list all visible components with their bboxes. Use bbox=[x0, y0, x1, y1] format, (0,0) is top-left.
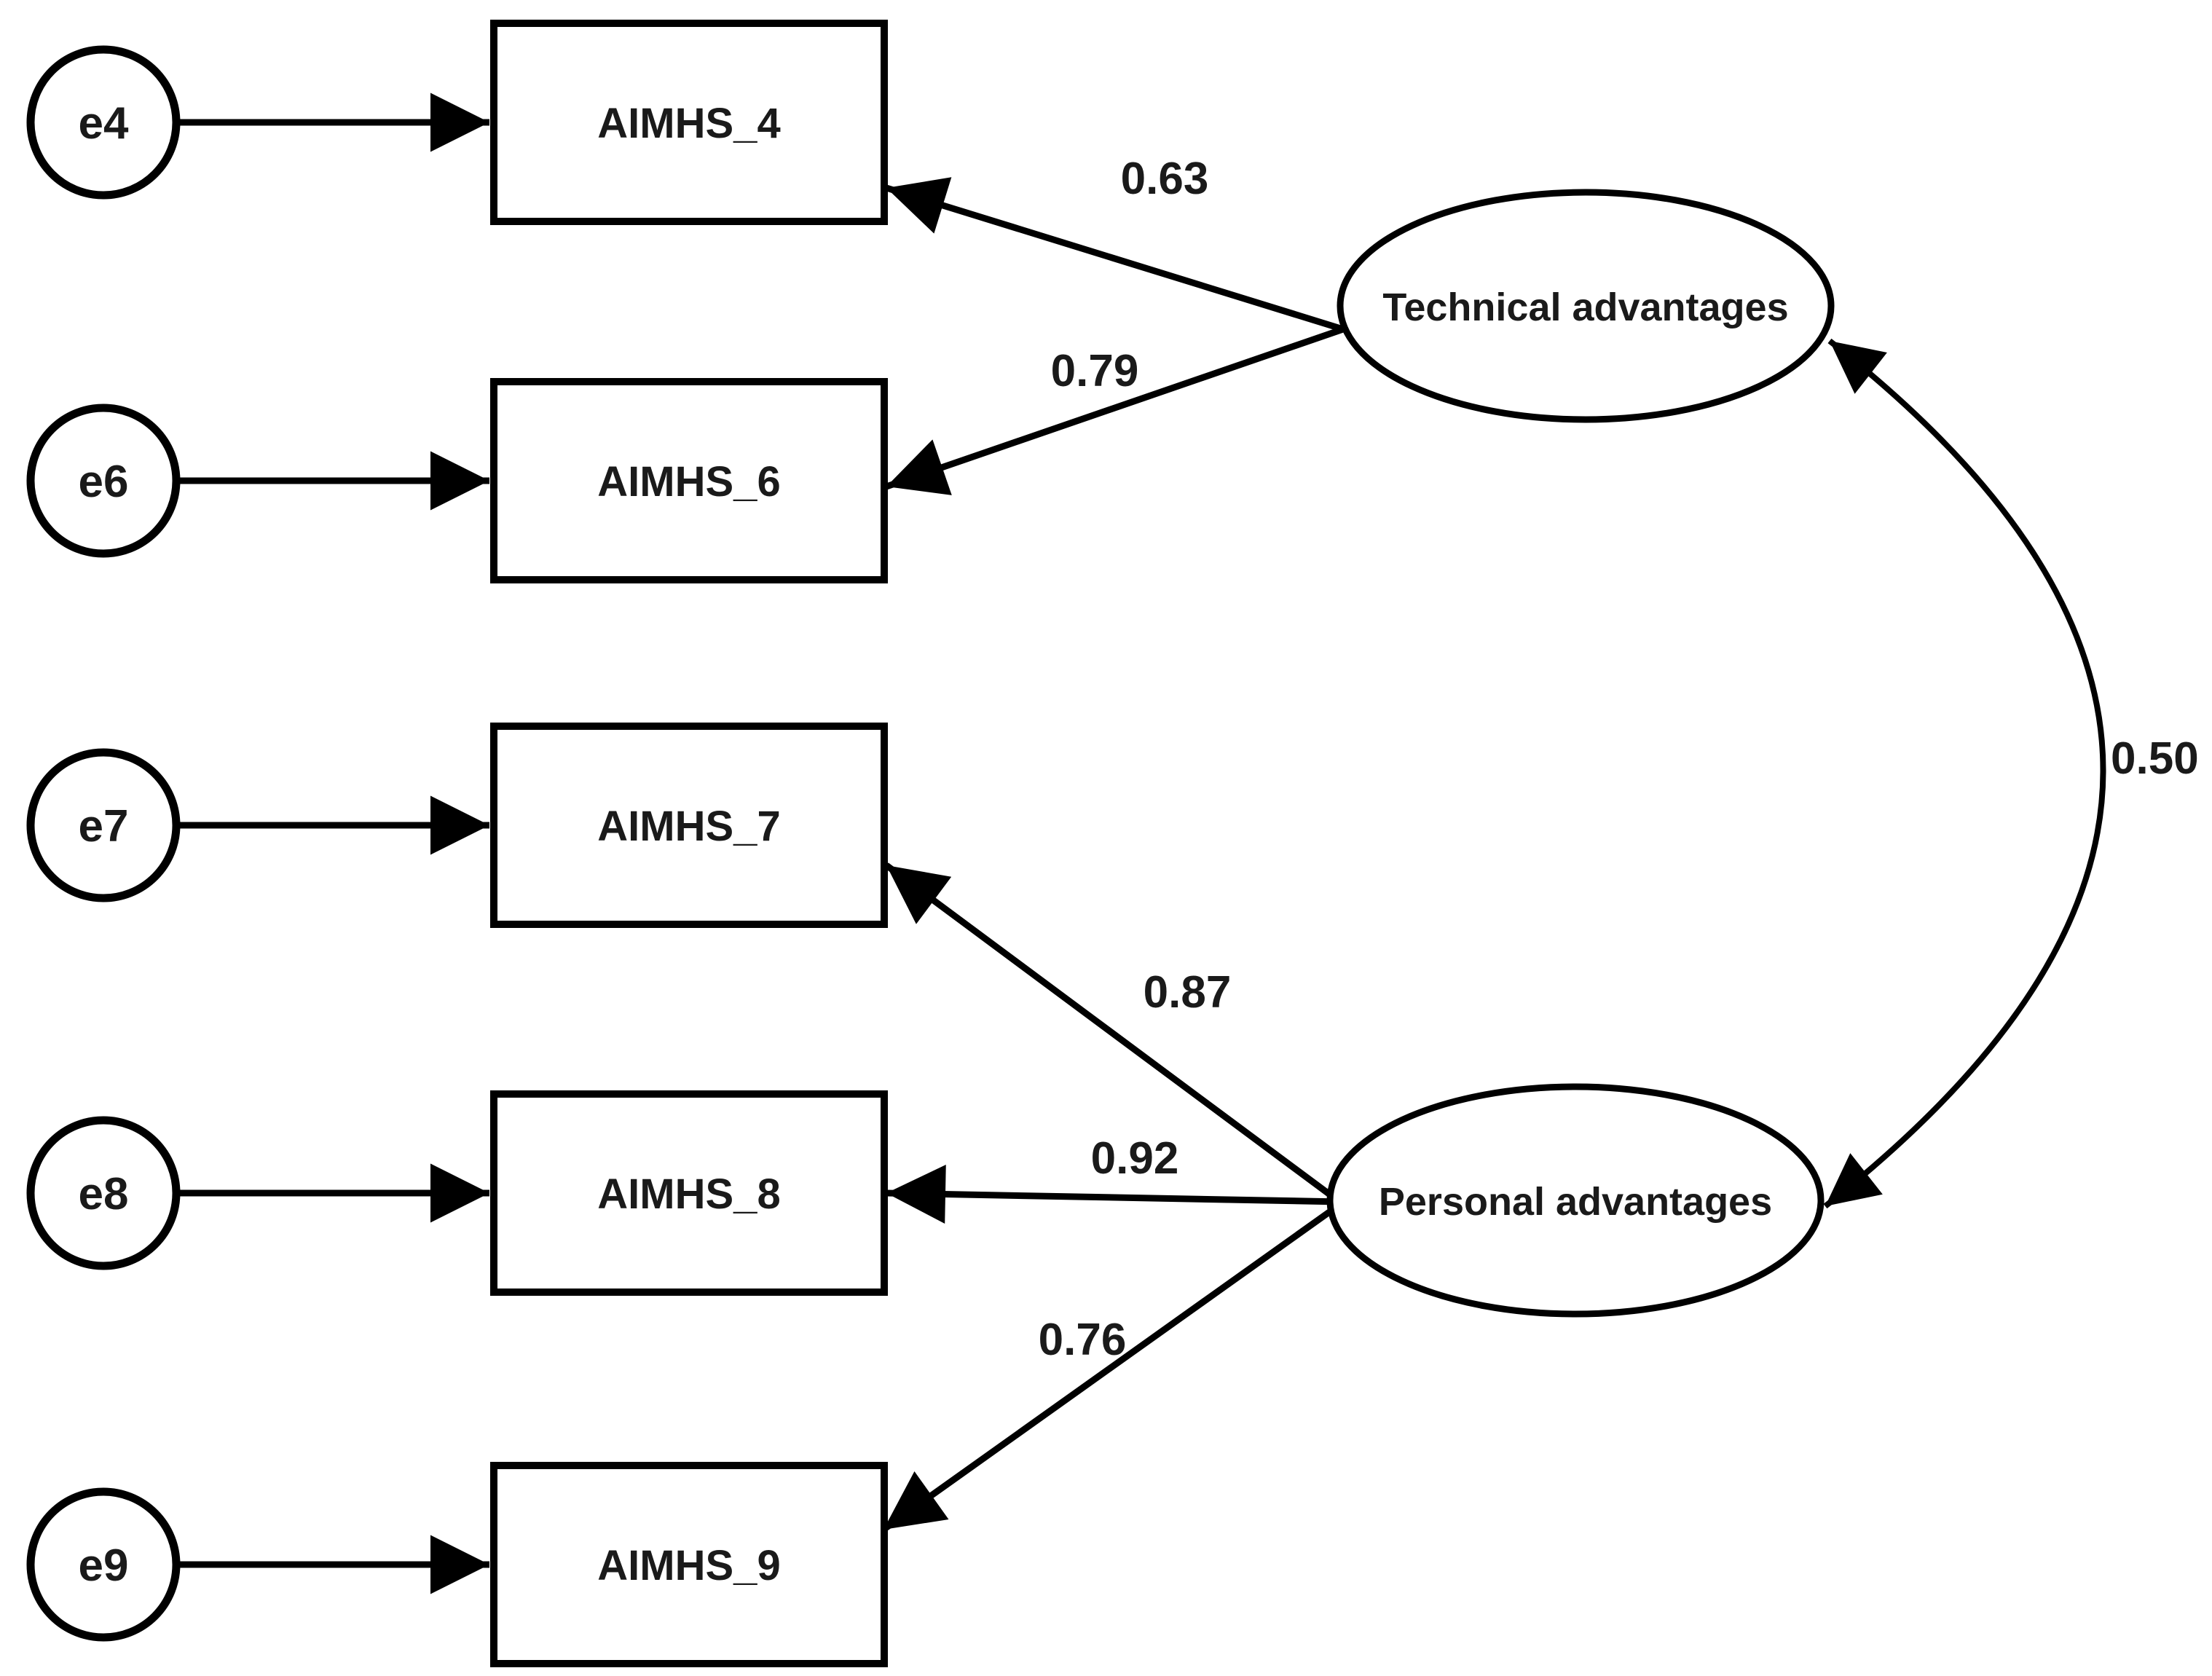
indicator-boxes: AIMHS_4 AIMHS_6 AIMHS_7 AIMHS_8 AIMHS_9 bbox=[490, 20, 888, 1667]
error-label: e7 bbox=[79, 801, 129, 851]
indicator-label: AIMHS_9 bbox=[597, 1542, 780, 1589]
error-label: e9 bbox=[79, 1541, 129, 1591]
error-circle-e7 bbox=[26, 748, 181, 902]
indicator-label: AIMHS_6 bbox=[597, 458, 780, 505]
loading-value: 0.76 bbox=[1039, 1315, 1127, 1365]
error-circle-e8 bbox=[26, 1116, 181, 1270]
error-circle-e4 bbox=[26, 45, 181, 200]
covariance-arrow bbox=[1823, 338, 2106, 1209]
error-terms: e4 e6 e7 e8 e9 bbox=[26, 45, 181, 1642]
error-arrows bbox=[178, 93, 489, 1594]
loading-value: 0.79 bbox=[1051, 346, 1139, 396]
error-circle-e9 bbox=[26, 1487, 181, 1642]
loading-value: 0.87 bbox=[1144, 967, 1232, 1018]
indicator-box-aimhs7 bbox=[490, 723, 888, 928]
loading-arrows bbox=[881, 177, 1345, 1533]
indicator-label: AIMHS_8 bbox=[597, 1171, 780, 1218]
loading-value: 0.63 bbox=[1121, 154, 1209, 204]
indicator-label: AIMHS_7 bbox=[597, 803, 780, 850]
error-circle-e6 bbox=[26, 404, 181, 558]
loading-value: 0.92 bbox=[1091, 1133, 1179, 1184]
loading-values: 0.63 0.79 0.87 0.92 0.76 bbox=[1039, 154, 1232, 1365]
indicator-label: AIMHS_4 bbox=[597, 100, 780, 147]
latent-label-technical: Technical advantages bbox=[1382, 286, 1788, 329]
error-label: e8 bbox=[79, 1169, 129, 1219]
indicator-box-aimhs6 bbox=[490, 378, 888, 583]
indicator-box-aimhs8 bbox=[490, 1090, 888, 1296]
indicator-box-aimhs9 bbox=[490, 1462, 888, 1667]
error-label: e4 bbox=[79, 98, 129, 149]
error-label: e6 bbox=[79, 457, 129, 507]
loading-arrow-personal-aimhs8 bbox=[886, 1165, 1342, 1224]
loading-arrow-personal-aimhs7 bbox=[884, 862, 1344, 1206]
latent-ellipse-personal bbox=[1326, 1083, 1825, 1318]
latent-ellipse-technical bbox=[1337, 189, 1835, 423]
latent-factors: Technical advantages Personal advantages bbox=[1326, 189, 1835, 1318]
latent-label-personal: Personal advantages bbox=[1379, 1180, 1772, 1224]
loading-arrow-personal-aimhs9 bbox=[881, 1200, 1344, 1533]
indicator-box-aimhs4 bbox=[490, 20, 888, 225]
loading-arrow-technical-aimhs6 bbox=[885, 326, 1345, 495]
loading-arrow-technical-aimhs4 bbox=[885, 177, 1345, 333]
covariance-value: 0.50 bbox=[2111, 733, 2199, 784]
